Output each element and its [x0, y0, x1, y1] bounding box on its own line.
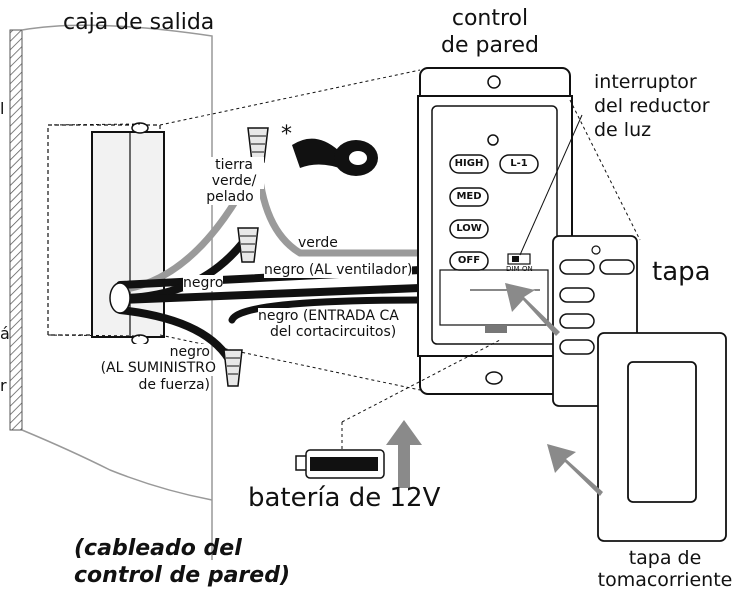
low-button-label: LOW — [456, 223, 482, 234]
high-button[interactable] — [449, 154, 489, 174]
caption-line-2: control de pared) — [74, 563, 290, 588]
green-wire-label: verde — [298, 235, 338, 251]
on-label: ON — [522, 265, 533, 273]
wire-nut-bottom — [223, 349, 243, 387]
black-supply-label-3: de fuerza) — [96, 377, 210, 394]
arrow-outlet-cover — [547, 444, 603, 496]
outlet-box-label: caja de salida — [63, 10, 215, 35]
left-edge-char-3: r — [0, 376, 7, 395]
cover-label: tapa — [652, 257, 711, 287]
dimmer-label-2: del reductor — [594, 95, 710, 117]
outlet-box — [47, 122, 165, 346]
left-edge-char-2: á — [0, 324, 10, 343]
black-supply-label-1: negro — [120, 344, 210, 361]
wall-control-label-2: de pared — [440, 33, 539, 58]
black-ac-label-1: negro (ENTRADA CA — [258, 308, 399, 325]
electrical-tape-icon — [292, 138, 378, 176]
black-wire-label: negro — [183, 275, 224, 292]
ground-label-3: pelado — [200, 189, 260, 206]
wire-nut-middle — [237, 227, 259, 263]
low-button[interactable] — [449, 219, 489, 239]
battery-icon — [295, 339, 501, 479]
dimmer-leader-line — [519, 114, 583, 256]
asterisk-label: * — [281, 122, 292, 147]
med-button-label: MED — [456, 191, 482, 202]
caption-line-1: (cableado del — [74, 536, 242, 561]
dim-label: DIM — [506, 265, 520, 273]
high-button-label: HIGH — [454, 158, 484, 169]
black-ac-label-2: del cortacircuitos) — [270, 324, 397, 341]
black-supply-label-2: (AL SUMINISTRO — [96, 360, 216, 377]
off-button[interactable] — [449, 251, 489, 271]
outlet-cover-label-1: tapa de — [628, 547, 702, 569]
battery-label: batería de 12V — [248, 483, 441, 513]
wire-nut-top — [247, 127, 269, 163]
ground-label-2: verde/ — [204, 173, 264, 190]
outlet-cover-label-2: tomacorriente — [597, 569, 733, 591]
arrow-to-control — [505, 283, 560, 336]
dimmer-label-3: de luz — [594, 119, 652, 141]
off-button-label: OFF — [457, 255, 481, 266]
black-to-fan-label: negro (AL ventilador) — [264, 262, 413, 279]
ground-label-1: tierra — [204, 157, 264, 174]
wall-control-label-1: control — [451, 6, 529, 31]
dimmer-label-1: interruptor — [594, 71, 697, 93]
cover-projection-lines — [569, 99, 641, 396]
wall-control — [417, 67, 573, 395]
arrow-battery — [386, 420, 422, 488]
outlet-cover-plate — [597, 332, 727, 542]
l1-button[interactable] — [499, 154, 539, 174]
med-button[interactable] — [449, 187, 489, 207]
dimmer-switch[interactable] — [507, 253, 531, 265]
left-edge-char-1: l — [0, 99, 5, 118]
wall — [9, 24, 213, 560]
l1-button-label: L-1 — [510, 158, 528, 169]
